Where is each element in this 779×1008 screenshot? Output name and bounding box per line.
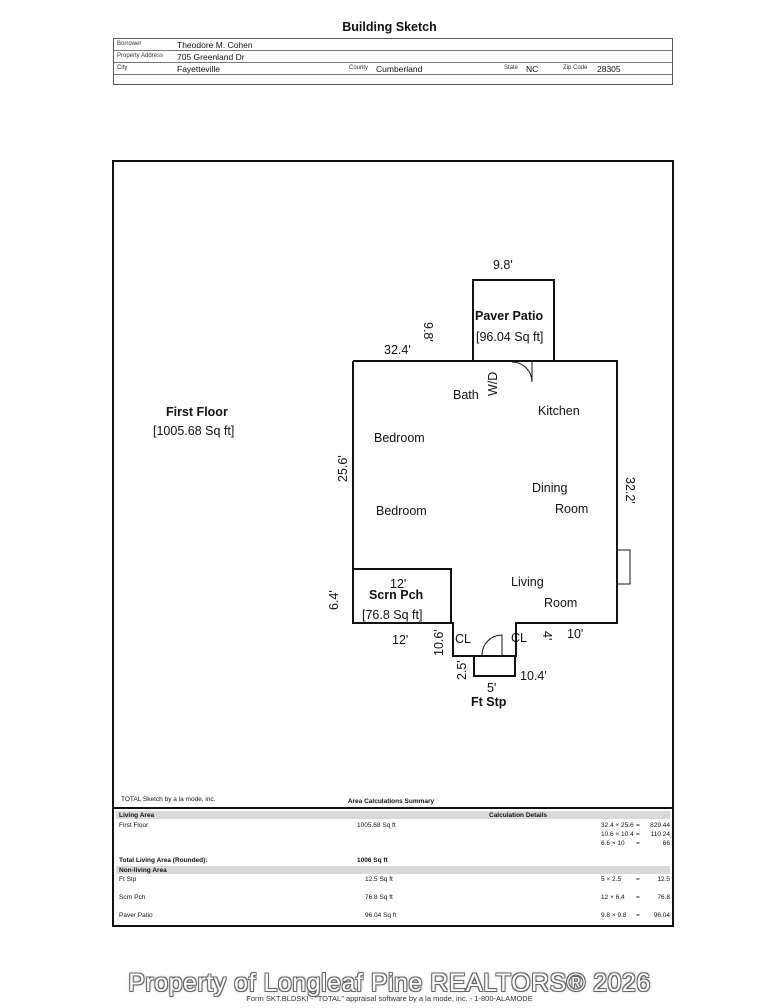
step-label: Ft Stp <box>471 695 507 709</box>
calc-expr-2: 10.6 × 10.4 <box>601 831 634 838</box>
nonliving-name-3: Paver Patio <box>119 912 153 919</box>
living-header: Living Area <box>119 812 155 819</box>
calc-result-2: 110.24 <box>650 831 670 838</box>
patio-area: [96.04 Sq ft] <box>476 330 544 344</box>
nonliving-expr-3: 9.8 × 9.8 <box>601 912 627 919</box>
room-dining-2: Room <box>555 502 589 516</box>
borrower-label: Borrower <box>117 41 142 47</box>
room-bedroom-2: Bedroom <box>376 504 427 518</box>
city-value: Fayetteville <box>177 64 220 74</box>
fireplace-box <box>616 549 631 585</box>
dim-patio-depth: 9.8' <box>421 322 435 342</box>
step-outline <box>473 655 516 677</box>
dim-right-height: 32.2' <box>623 477 637 504</box>
patio-label: Paver Patio <box>475 309 544 323</box>
nonliving-area-2: 76.8 Sq ft <box>365 894 393 901</box>
living-row-name: First Floor <box>119 822 149 829</box>
county-label: County <box>349 65 369 71</box>
closet-2: CL <box>511 631 527 645</box>
first-floor-area: [1005.68 Sq ft] <box>153 424 235 438</box>
floor-plan <box>352 279 631 677</box>
room-dining: Dining <box>532 481 568 495</box>
dim-left-height: 25.6' <box>336 455 350 482</box>
nonliving-expr-2: 12 × 6.4 <box>601 894 625 901</box>
zip-label: Zip Code <box>563 65 588 71</box>
nonliving-eq-1: = <box>636 876 640 883</box>
dim-patio-width: 9.8' <box>493 258 513 272</box>
nonliving-name-1: Ft Stp <box>119 876 137 883</box>
nonliving-name-2: Scrn Pch <box>119 894 146 901</box>
living-header-band <box>116 811 670 819</box>
calc-result-3: 66 <box>662 840 670 847</box>
room-living-2: Room <box>544 596 578 610</box>
dim-top-width: 32.4' <box>384 343 411 357</box>
nonliving-result-1: 12.5 <box>657 876 670 883</box>
total-label: Total Living Area (Rounded): <box>119 857 208 864</box>
sketch-credit: TOTAL Sketch by a la mode, inc. <box>121 796 216 803</box>
nonliving-eq-3: = <box>636 912 640 919</box>
nonliving-expr-1: 5 × 2.5 <box>601 876 622 883</box>
calc-eq-1: = <box>636 822 640 829</box>
front-door-swing <box>481 634 503 656</box>
address-label: Property Address <box>117 53 164 59</box>
calc-eq-2: = <box>636 831 640 838</box>
calc-expr-1: 32.4 × 25.6 <box>601 822 634 829</box>
dim-step-width: 5' <box>487 681 497 695</box>
dim-porch-width: 12' <box>390 577 407 591</box>
form-footer: Form SKT.BLDSKI - "TOTAL" appraisal soft… <box>246 994 533 1003</box>
calc-expr-3: 6.6 × 10 <box>601 840 625 847</box>
dim-bottom-left-width: 12' <box>392 633 409 647</box>
porch-outline <box>352 568 452 624</box>
property-header: Borrower Theodore M. Cohen Property Addr… <box>113 38 673 85</box>
zip-value: 28305 <box>597 64 621 74</box>
nonliving-eq-2: = <box>636 894 640 901</box>
state-value: NC <box>526 64 539 74</box>
address-value: 705 Greenland Dr <box>177 52 245 62</box>
porch-label: Scrn Pch <box>369 588 424 602</box>
nonliving-area-3: 96.04 Sq ft <box>365 912 397 919</box>
dim-porch-height: 6.4' <box>327 590 341 610</box>
dim-right-jog: 4' <box>540 631 554 641</box>
city-label: City <box>117 65 128 71</box>
nonliving-area-1: 12.5 Sq ft <box>365 876 393 883</box>
dim-entry-height: 10.6' <box>432 629 446 656</box>
dim-bottom-right-width: 10' <box>567 627 584 641</box>
living-row-area: 1005.68 Sq ft <box>357 822 396 829</box>
room-kitchen: Kitchen <box>538 404 580 418</box>
room-wd: W/D <box>486 371 500 396</box>
borrower-value: Theodore M. Cohen <box>177 40 253 50</box>
calc-result-1: 829.44 <box>650 822 670 829</box>
sketch-frame: First Floor [1005.68 Sq ft] Paver Patio … <box>112 160 674 927</box>
summary-title: Area Calculations Summary <box>347 798 435 805</box>
nonliving-header: Non-living Area <box>119 867 167 874</box>
patio-door-swing <box>511 361 533 383</box>
total-value: 1006 Sq ft <box>357 857 388 864</box>
watermark: Property of Longleaf Pine REALTORS® 2026 <box>128 969 651 997</box>
calc-eq-3: = <box>636 840 640 847</box>
page-title: Building Sketch <box>342 20 437 34</box>
dim-step-height: 2.5' <box>455 660 469 680</box>
state-label: State <box>504 65 519 71</box>
nonliving-header-band <box>116 866 670 874</box>
room-living: Living <box>511 575 544 589</box>
calc-header: Calculation Details <box>489 812 548 819</box>
closet-1: CL <box>455 632 471 646</box>
nonliving-result-3: 96.04 <box>653 912 670 919</box>
porch-area: [76.8 Sq ft] <box>362 608 423 622</box>
dim-bottom-mid-width: 10.4' <box>520 669 547 683</box>
county-value: Cumberland <box>376 64 423 74</box>
nonliving-result-2: 76.8 <box>657 894 670 901</box>
room-bedroom-1: Bedroom <box>374 431 425 445</box>
room-bath: Bath <box>453 388 479 402</box>
patio-outline <box>472 279 555 362</box>
first-floor-label: First Floor <box>166 405 228 419</box>
